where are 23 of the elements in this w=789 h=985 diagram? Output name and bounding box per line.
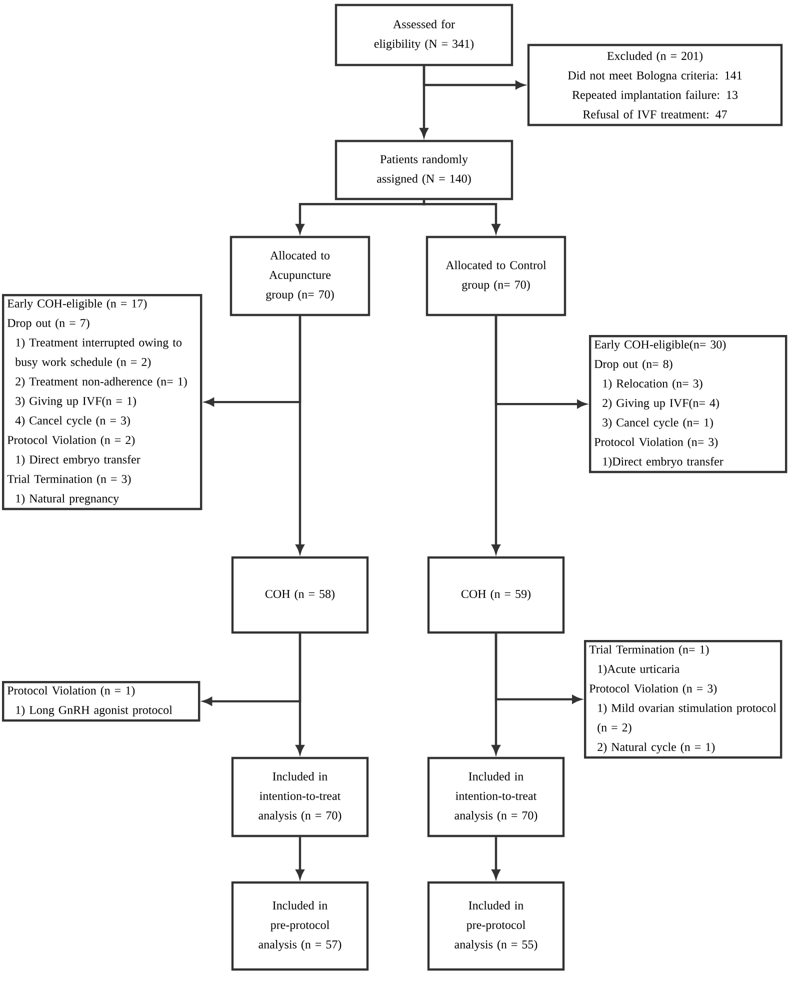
process-box: Excluded (n = 201) Did not meet Bologna criteria: 141 Repeated implantation failure: 13 Refusal of IVF treatment: 47	[527, 44, 783, 126]
process-box: Patients randomly assigned (N = 140)	[334, 140, 514, 200]
exclusion-box: Early COH-eligible(n= 30) Drop out (n= 8) 1) Relocation (n= 3) 2) Giving up IVF(n= 4) 3) Cancel cycle (n= 1) Protocol Violation (n= 3) 1)Direct embryo transfer	[589, 335, 788, 474]
arrow	[205, 316, 302, 406]
process-box: COH (n = 58)	[231, 556, 369, 634]
arrow	[296, 200, 426, 233]
arrow	[422, 66, 524, 90]
arrow	[296, 837, 304, 878]
process-box: Included in intention-to-treat analysis (n = 70)	[427, 756, 565, 838]
arrow	[203, 634, 302, 706]
process-box: Allocated to Acupuncture group (n= 70)	[230, 236, 370, 316]
exclusion-box: Early COH-eligible (n = 17) Drop out (n = 7) 1) Treatment interrupted owing to busy work schedule (n = 2) 2) Treatment non-adherence (n= 1) 3) Giving up IVF(n = 1) 4) Cancel cycle (n = 3) Protocol Violation (n = 2) 1) Direct embryo transfer Trial Termination (n = 3) 1) Natural pregnancy	[2, 294, 202, 510]
exclusion-box: Protocol Violation (n = 1) 1) Long GnRH agonist protocol	[2, 681, 200, 722]
process-box: Included in pre-protocol analysis (n = 55)	[427, 881, 565, 971]
process-box: Included in intention-to-treat analysis (n = 70)	[231, 756, 369, 838]
process-box: Included in pre-protocol analysis (n = 57)	[231, 881, 369, 971]
process-box: Assessed for eligibility (N = 341)	[334, 4, 514, 66]
arrow	[492, 837, 500, 878]
process-box: COH (n = 59)	[427, 556, 565, 634]
arrow	[494, 316, 586, 408]
arrow	[422, 200, 500, 233]
process-box: Allocated to Control group (n= 70)	[426, 236, 566, 316]
exclusion-box: Trial Termination (n= 1) 1)Acute urticaria Protocol Violation (n = 3) 1) Mild ovarian stimulation protocol (n = 2) 2) Natural cycle (n = 1)	[584, 640, 782, 759]
